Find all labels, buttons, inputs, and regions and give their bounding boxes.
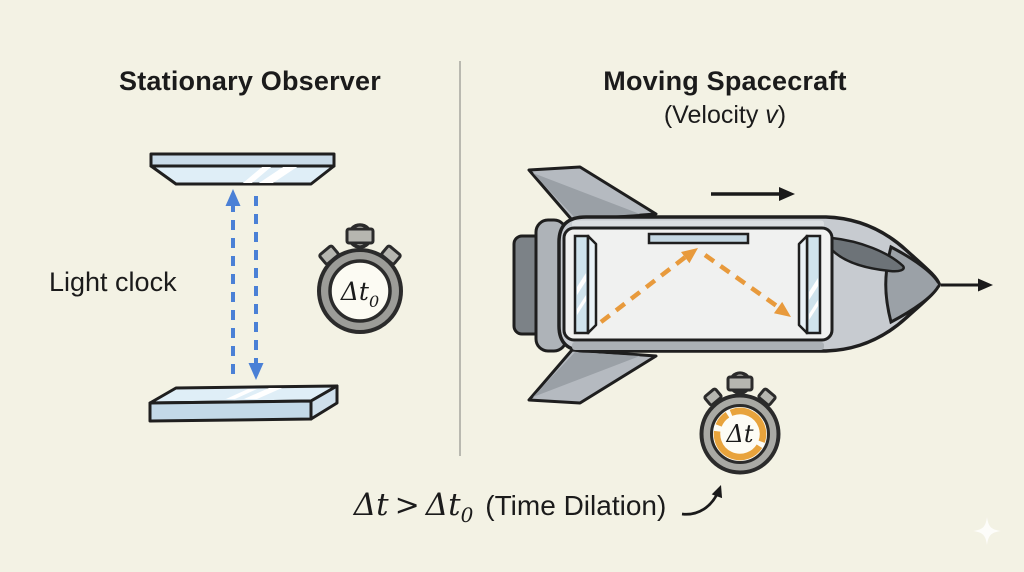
formula-note: (Time Dilation) bbox=[485, 490, 667, 521]
bottom-mirror-side-face bbox=[309, 384, 339, 421]
mirror-shine bbox=[577, 273, 586, 295]
down-arrowhead-icon bbox=[248, 363, 264, 380]
velocity-variable: v bbox=[765, 101, 778, 129]
stopwatch-crown-button bbox=[726, 375, 754, 392]
hull-top-highlight bbox=[572, 220, 824, 228]
top-mirror-slab bbox=[149, 152, 336, 168]
mirror-shine bbox=[226, 389, 257, 399]
panel-divider bbox=[459, 61, 461, 456]
formula-rhs-subscript: 0 bbox=[460, 503, 474, 527]
beam-arrowhead-icon bbox=[681, 248, 698, 264]
mirror-shine bbox=[259, 167, 297, 183]
stopwatch-dt0-main: Δt bbox=[340, 277, 370, 306]
spacecraft-illustration bbox=[512, 165, 941, 405]
left-panel-title: Stationary Observer bbox=[119, 66, 381, 96]
hull-bottom-shade bbox=[572, 342, 824, 350]
light-clock-bottom-mirror bbox=[148, 384, 339, 423]
right-mirror-bevel bbox=[797, 234, 809, 335]
time-dilation-formula: Δt>Δt0(Time Dilation) bbox=[230, 487, 790, 527]
top-mirror-face bbox=[149, 164, 336, 186]
left-mirror-bevel bbox=[586, 234, 598, 335]
sparkle-icon bbox=[973, 517, 1001, 545]
stopwatch-dt-main: Δt bbox=[726, 420, 754, 448]
velocity-arrowhead-icon bbox=[779, 187, 795, 201]
beam-arrowhead-icon bbox=[773, 301, 791, 317]
mirror-shine bbox=[244, 388, 282, 399]
nose-arrowhead-icon bbox=[978, 278, 993, 292]
stopwatch-face bbox=[328, 259, 392, 323]
spacecraft-bottom-fin-shade bbox=[533, 352, 640, 397]
formula-lhs: Δt bbox=[353, 487, 389, 523]
stopwatch-icon-stationary: Δt0 bbox=[317, 223, 403, 334]
velocity-arrow bbox=[711, 187, 795, 201]
nose-direction-arrow bbox=[941, 278, 993, 292]
subtitle-text: (Velocity bbox=[663, 101, 766, 129]
mirror-shine bbox=[577, 295, 586, 315]
right-mirror-glass bbox=[805, 234, 822, 335]
spacecraft-top-fin-shade bbox=[533, 173, 640, 218]
spacecraft-bottom-fin bbox=[527, 348, 658, 405]
mirror-shine bbox=[809, 300, 818, 320]
spacecraft-top-fin bbox=[527, 165, 658, 222]
zigzag-light-beam bbox=[599, 248, 791, 324]
subtitle-text: ) bbox=[777, 101, 787, 129]
stopwatch-icon-moving: Δt bbox=[699, 371, 781, 475]
bottom-mirror-front-face bbox=[148, 399, 313, 423]
formula-rhs: Δt bbox=[425, 487, 461, 523]
stopwatch-orange-ring bbox=[713, 407, 767, 461]
stopwatch-label-dt: Δt bbox=[726, 420, 754, 448]
beam-segment-down bbox=[703, 253, 783, 311]
spacecraft-cabin bbox=[562, 226, 834, 342]
stopwatch-crown-button bbox=[345, 227, 375, 245]
stopwatch-label-dt0: Δt0 bbox=[340, 277, 379, 311]
mirror-shine bbox=[243, 167, 271, 183]
cabin-left-mirror bbox=[573, 234, 598, 335]
light-clock-label: Light clock bbox=[49, 267, 177, 297]
cabin-right-mirror bbox=[797, 234, 822, 335]
annotation-arrow bbox=[681, 485, 723, 516]
right-panel-title: Moving Spacecraft bbox=[603, 66, 847, 96]
cabin-top-mirror-bar bbox=[647, 232, 750, 245]
formula-operator: > bbox=[394, 488, 420, 523]
stopwatch-dt0-sub: 0 bbox=[369, 292, 379, 311]
annotation-arrowhead-icon bbox=[711, 485, 723, 499]
light-beam-vertical bbox=[225, 189, 264, 380]
up-arrowhead-icon bbox=[225, 189, 241, 206]
light-clock-top-mirror bbox=[149, 152, 336, 186]
mirror-shine bbox=[809, 278, 818, 300]
right-panel-subtitle: (Velocity v) bbox=[465, 101, 985, 130]
